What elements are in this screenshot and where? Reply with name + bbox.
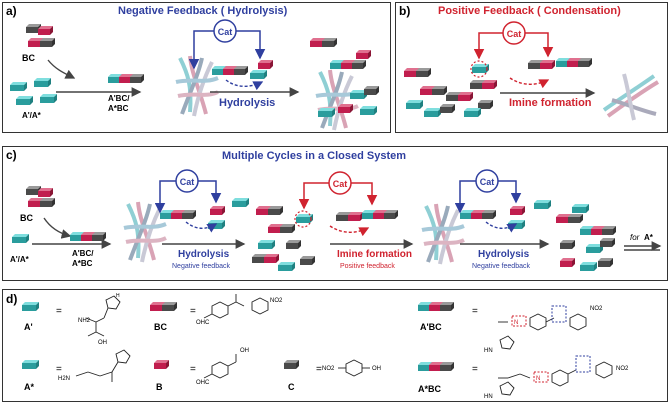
- panel-d-label: d): [6, 292, 18, 306]
- a-product-line1: A'BC/: [108, 94, 130, 103]
- d-c-eq: =: [316, 364, 322, 375]
- chem-nh2-1: NH2: [78, 318, 91, 324]
- c-step1-feedback: Negative feedback: [172, 263, 230, 270]
- a-bc-label: BC: [22, 53, 35, 63]
- chem-ohc-1: OHC: [196, 320, 210, 326]
- panel-a-title: Negative Feedback ( Hydrolysis): [118, 5, 288, 17]
- bc-structure: [203, 294, 269, 319]
- a-cat: Cat: [218, 27, 233, 37]
- d-bc-eq: =: [190, 306, 196, 317]
- c-step3-feedback: Negative feedback: [472, 263, 530, 270]
- c-cat-3: Cat: [480, 177, 495, 187]
- d-a-prime-eq: =: [56, 306, 62, 317]
- ester-highlight-1: [551, 305, 567, 323]
- panel-c-diagram: [12, 169, 662, 271]
- c-cat-1: Cat: [180, 177, 195, 187]
- d-a-star-eq: =: [56, 364, 62, 375]
- chem-n-2: N: [536, 376, 540, 382]
- panel-b-label: b): [399, 4, 411, 18]
- chem-hn-1: HN: [484, 348, 493, 354]
- c-step3-process: Hydrolysis: [478, 249, 530, 260]
- c-product-line1: A'BC/: [72, 249, 94, 258]
- d-a-prime-bc-name: A'BC: [420, 322, 442, 332]
- chem-h-1: H: [116, 293, 120, 299]
- c-step2-feedback: Positive feedback: [340, 263, 395, 270]
- chem-oh-2: OH: [240, 348, 249, 354]
- c-bc-label: BC: [20, 213, 33, 223]
- ester-highlight-2: [575, 355, 591, 373]
- c-step1-process: Hydrolysis: [178, 249, 230, 260]
- chem-no2-3: NO2: [322, 366, 335, 372]
- d-b-name: B: [156, 382, 163, 392]
- chem-no2-4: NO2: [616, 366, 629, 372]
- c-species-label: A'/A*: [10, 255, 30, 264]
- a-prime-bc-structure: [498, 313, 587, 350]
- panel-d-diagram: [22, 294, 613, 396]
- chem-no2-1: NO2: [270, 298, 283, 304]
- d-a-star-bc-eq: =: [472, 364, 478, 375]
- c-product-line2: A*BC: [72, 259, 93, 268]
- panel-c-label: c): [6, 148, 17, 162]
- chem-oh-1: OH: [98, 340, 107, 346]
- b-cat: Cat: [507, 29, 522, 39]
- d-b-eq: =: [190, 364, 196, 375]
- d-a-prime-name: A': [24, 322, 33, 332]
- panel-b-diagram: [404, 21, 660, 122]
- a-species-label: A'/A*: [22, 111, 42, 120]
- c-end-species: A*: [644, 233, 654, 242]
- d-c-name: C: [288, 382, 295, 392]
- imine-highlight-2: [533, 371, 549, 383]
- d-a-prime-bc-eq: =: [472, 306, 478, 317]
- a-product-line2: A*BC: [108, 104, 129, 113]
- c-end-for: for: [630, 233, 640, 242]
- a-star-structure: [75, 349, 131, 382]
- panel-c-title: Multiple Cycles in a Closed System: [222, 150, 407, 162]
- b-structure: [203, 354, 237, 379]
- chem-hn-2: HN: [484, 394, 493, 400]
- a-hydrolysis: Hydrolysis: [219, 97, 275, 109]
- chem-oh-3: OH: [372, 366, 381, 372]
- a-prime-structure: [85, 295, 121, 337]
- c-step2-process: Imine formation: [337, 249, 412, 260]
- b-imine: Imine formation: [509, 97, 592, 109]
- c-cat-2: Cat: [333, 179, 348, 189]
- chem-no2-2: NO2: [590, 306, 603, 312]
- chem-ohc-2: OHC: [196, 380, 210, 386]
- c-structure: [338, 359, 370, 377]
- a-star-bc-structure: [498, 361, 613, 396]
- d-a-star-bc-name: A*BC: [418, 384, 442, 394]
- panel-c: [2, 146, 668, 281]
- panel-d: [2, 289, 668, 402]
- imine-highlight-1: [511, 315, 527, 327]
- panel-b-title: Positive Feedback ( Condensation): [438, 5, 621, 17]
- panel-a-label: a): [6, 4, 17, 18]
- d-bc-name: BC: [154, 322, 167, 332]
- panel-a-diagram: [10, 19, 379, 132]
- chem-n-1: N: [514, 320, 518, 326]
- chem-h2n-1: H2N: [58, 376, 70, 382]
- d-a-star-name: A*: [24, 382, 34, 392]
